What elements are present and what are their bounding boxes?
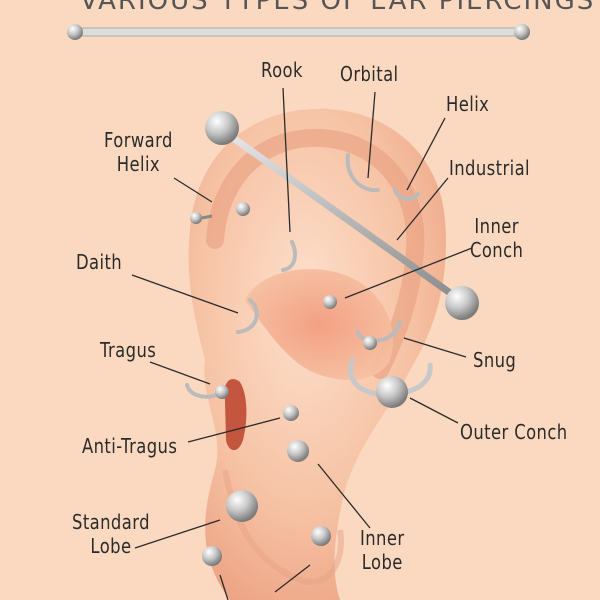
anti-tragus-leader xyxy=(187,417,281,443)
label-outer-conch: Outer Conch xyxy=(460,420,568,444)
inner-conch-stud xyxy=(323,295,337,309)
rook-ring xyxy=(281,240,297,272)
title-barbell xyxy=(67,24,530,40)
label-standard-lobe-line2: Lobe xyxy=(90,534,132,558)
industrial-leader xyxy=(396,177,449,241)
rook-leader xyxy=(282,87,291,233)
standard-lobe-stud xyxy=(226,490,258,522)
label-inner-conch-line2: Conch xyxy=(470,238,524,262)
label-helix: Helix xyxy=(446,92,490,116)
forward-helix-leader xyxy=(173,177,213,203)
forward-helix-stud xyxy=(236,202,250,216)
forward-helix-stud xyxy=(190,212,202,224)
inner-lobe-stud xyxy=(311,526,331,546)
lobe-stud xyxy=(287,440,309,462)
label-forward-helix-line1: Forward xyxy=(104,128,173,152)
daith-leader xyxy=(131,274,239,314)
jewelry xyxy=(185,153,433,566)
label-standard-lobe-line1: Standard xyxy=(72,510,150,534)
lobe-stud xyxy=(202,546,222,566)
industrial-barbell xyxy=(205,111,479,320)
label-rook: Rook xyxy=(261,58,303,82)
label-inner-conch-line1: Inner xyxy=(474,214,519,238)
label-inner-lobe-line2: Lobe xyxy=(361,550,403,574)
label-inner-conch: Inner Conch xyxy=(470,214,523,262)
tragus-leader xyxy=(149,361,211,385)
label-snug: Snug xyxy=(473,348,517,372)
outer-conch-leader xyxy=(409,397,459,424)
standard-lobe-leader xyxy=(134,519,221,549)
label-standard-lobe: Standard Lobe xyxy=(72,510,150,558)
anti-tragus-stud xyxy=(283,405,299,421)
label-daith: Daith xyxy=(76,250,123,274)
label-tragus: Tragus xyxy=(100,338,157,362)
label-inner-lobe: Inner Lobe xyxy=(360,526,405,574)
helix-leader xyxy=(406,117,446,191)
label-industrial: Industrial xyxy=(449,156,531,180)
label-forward-helix-line2: Helix xyxy=(116,152,161,176)
helix-ring xyxy=(393,188,420,201)
inner-lobe-leader xyxy=(317,463,371,529)
label-anti-tragus: Anti-Tragus xyxy=(82,434,178,458)
bottom-leader xyxy=(219,574,229,600)
daith-ring xyxy=(236,298,259,334)
page-title: VARIOUS TYPES OF EAR PIERCINGS xyxy=(80,0,596,16)
snug-ring xyxy=(356,320,402,343)
inner-conch-leader xyxy=(344,247,473,299)
bottom-leader xyxy=(274,564,311,593)
snug-leader xyxy=(403,337,467,358)
leader-lines xyxy=(131,87,473,600)
label-forward-helix: Forward Helix xyxy=(104,128,173,176)
orbital-leader xyxy=(367,91,376,179)
label-inner-lobe-line1: Inner xyxy=(360,526,405,550)
orbital-ring xyxy=(345,153,380,193)
ear-shape xyxy=(188,108,446,600)
label-orbital: Orbital xyxy=(340,62,399,86)
